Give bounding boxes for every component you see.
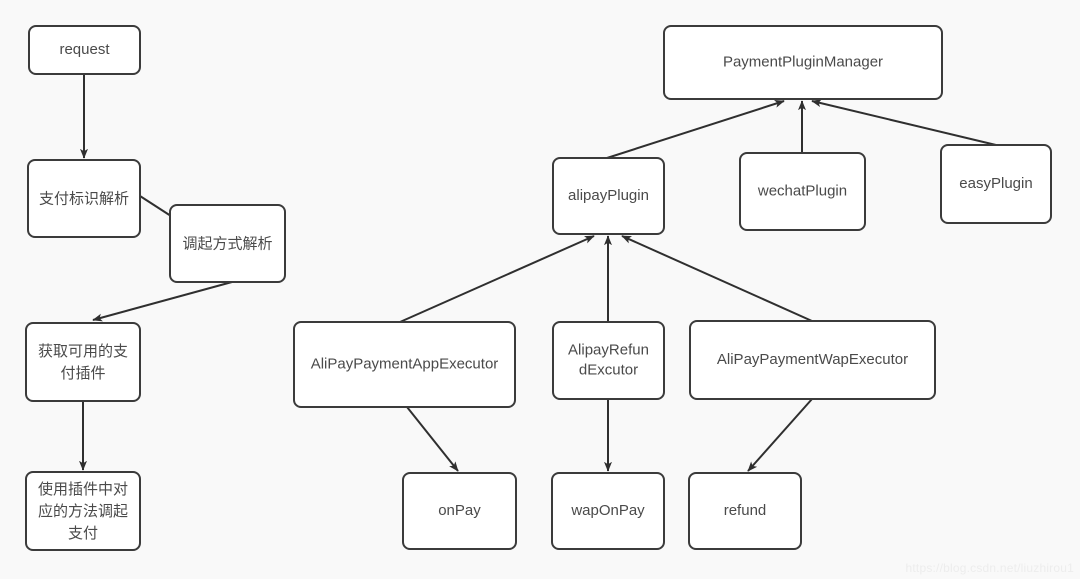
node-refund[interactable]: refund	[688, 472, 802, 550]
node-request[interactable]: request	[28, 25, 141, 75]
node-label-request: request	[59, 41, 110, 58]
node-parse-mode[interactable]: 调起方式解析	[169, 204, 286, 283]
node-box-refund[interactable]	[688, 472, 802, 550]
node-label-wapExecutor: AliPayPaymentWapExecutor	[717, 351, 908, 368]
edge-appExecutor-to-alipayPlugin	[399, 235, 595, 323]
node-box-easyPlugin[interactable]	[940, 144, 1052, 224]
watermark-text: https://blog.csdn.net/liuzhirou1	[905, 561, 1074, 575]
node-label-parse-mode: 调起方式解析	[182, 234, 272, 252]
node-box-onPay[interactable]	[402, 472, 517, 550]
node-box-request[interactable]	[28, 25, 141, 75]
node-box-wechatPlugin[interactable]	[739, 152, 866, 231]
node-invoke-pay[interactable]: 使用插件中对应的方法调起支付	[25, 471, 141, 551]
nodes-layer: request 支付标识解析调起方式解析获取可用的支付插件使用插件中对应的方法调起…	[25, 25, 1052, 551]
node-label-wapOnPay: wapOnPay	[570, 502, 645, 519]
node-box-wapOnPay[interactable]	[551, 472, 665, 550]
node-label-get-plugins: 获取可用的支付插件	[38, 342, 128, 382]
node-alipayPlugin[interactable]: alipayPlugin	[552, 157, 665, 235]
node-label-parse-id: 支付标识解析	[39, 189, 129, 207]
edges-layer	[79, 74, 997, 472]
node-label-appExecutor: AliPayPaymentAppExecutor	[311, 355, 499, 372]
node-parse-id[interactable]: 支付标识解析	[27, 159, 141, 238]
node-box-refundExcutor[interactable]	[552, 321, 665, 400]
node-manager[interactable]: PaymentPluginManager	[663, 25, 943, 100]
node-box-appExecutor[interactable]	[293, 321, 516, 408]
node-wapOnPay[interactable]: wapOnPay	[551, 472, 665, 550]
node-wechatPlugin[interactable]: wechatPlugin	[739, 152, 866, 231]
node-box-wapExecutor[interactable]	[689, 320, 936, 400]
edge-alipayPlugin-to-manager	[606, 100, 785, 159]
node-label-onPay: onPay	[438, 502, 481, 519]
edge-wapExecutor-to-refund	[747, 398, 813, 472]
node-label-refund: refund	[724, 502, 767, 519]
node-box-parse-mode[interactable]	[169, 204, 286, 283]
node-label-alipayPlugin: alipayPlugin	[568, 187, 649, 204]
node-appExecutor[interactable]: AliPayPaymentAppExecutor	[293, 321, 516, 408]
edge-parse-mode-to-get-plugins	[92, 281, 233, 322]
edge-easyPlugin-to-manager	[811, 99, 997, 146]
node-label-easyPlugin: easyPlugin	[959, 175, 1032, 192]
node-onPay[interactable]: onPay	[402, 472, 517, 550]
node-box-manager[interactable]	[663, 25, 943, 100]
node-get-plugins[interactable]: 获取可用的支付插件	[25, 322, 141, 402]
node-label-wechatPlugin: wechatPlugin	[757, 182, 847, 199]
edge-wapExecutor-to-alipayPlugin	[621, 235, 813, 322]
node-label-manager: PaymentPluginManager	[723, 53, 883, 70]
node-box-invoke-pay[interactable]	[25, 471, 141, 551]
edge-appExecutor-to-onPay	[406, 406, 459, 472]
node-box-get-plugins[interactable]	[25, 322, 141, 402]
node-box-parse-id[interactable]	[27, 159, 141, 238]
node-wapExecutor[interactable]: AliPayPaymentWapExecutor	[689, 320, 936, 400]
node-label-invoke-pay: 使用插件中对应的方法调起支付	[38, 480, 128, 542]
node-box-alipayPlugin[interactable]	[552, 157, 665, 235]
node-easyPlugin[interactable]: easyPlugin	[940, 144, 1052, 224]
